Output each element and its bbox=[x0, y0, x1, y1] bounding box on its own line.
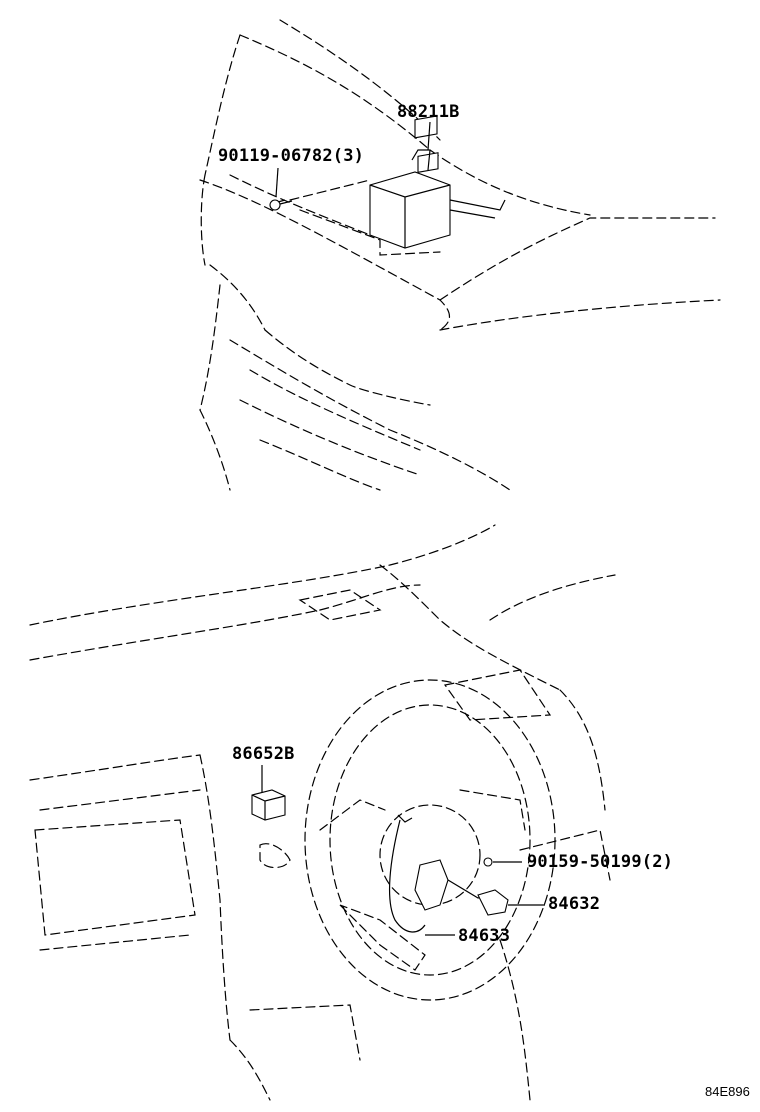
part-qty: (3) bbox=[332, 146, 365, 166]
switch-harness-drawing bbox=[388, 814, 426, 933]
part-label-steering-screw[interactable]: 90159-50199(2) bbox=[527, 852, 673, 872]
part-label-radar-bolt[interactable]: 90119-06782(3) bbox=[218, 146, 364, 166]
figure-code: 84E896 bbox=[705, 1084, 750, 1099]
part-label-switch-module[interactable]: 86652B bbox=[232, 744, 295, 764]
part-qty: (2) bbox=[641, 852, 674, 872]
dashboard-outline bbox=[29, 524, 616, 1101]
part-number: 90119-06782 bbox=[218, 146, 333, 166]
part-number: 90159-50199 bbox=[527, 852, 642, 872]
radar-sensor-leader bbox=[427, 121, 431, 151]
part-label-switch-harness[interactable]: 84633 bbox=[458, 926, 511, 946]
steering-wheel-drawing bbox=[304, 679, 556, 1001]
front-body-outline bbox=[199, 19, 721, 491]
part-label-steering-switch[interactable]: 84632 bbox=[548, 894, 601, 914]
switch-module-drawing bbox=[251, 789, 286, 821]
radar-bolt-drawing bbox=[269, 199, 293, 211]
steering-screw-drawing bbox=[483, 857, 493, 867]
steering-switch-drawing bbox=[414, 859, 509, 916]
part-label-radar-sensor[interactable]: 88211B bbox=[397, 102, 460, 122]
radar-sensor-drawing bbox=[277, 115, 506, 256]
radar-bolt-leader bbox=[275, 167, 279, 198]
